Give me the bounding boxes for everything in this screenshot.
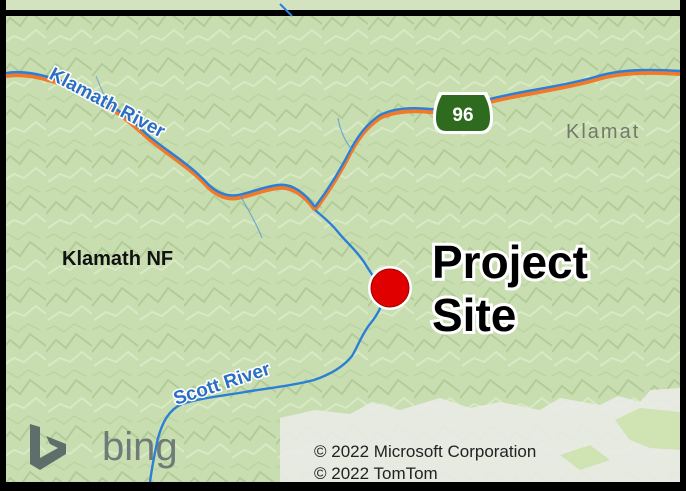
map-top-strip <box>6 0 680 10</box>
klamath-region-label: Klamat <box>566 121 640 143</box>
project-site-label-line2: Site <box>432 289 516 341</box>
green-patch <box>615 408 680 450</box>
klamath-nf-label: Klamath NF <box>62 248 173 270</box>
klamath-river <box>5 71 316 208</box>
klamath-road <box>5 73 317 212</box>
route-shield-body <box>436 95 490 131</box>
tributary-stream <box>337 117 353 151</box>
bing-wordmark: bing <box>102 425 178 469</box>
bing-b-icon <box>30 424 66 470</box>
project-site-marker-dot <box>370 268 410 308</box>
route-number: 96 <box>452 105 473 126</box>
tributary-stream <box>239 194 263 239</box>
project-site-label-line1: Project <box>432 236 588 288</box>
route-96-shield[interactable]: 96 <box>433 92 493 134</box>
top-stream <box>279 3 293 17</box>
attribution-tomtom: © 2022 TomTom <box>314 464 438 483</box>
green-patch-2 <box>560 445 610 470</box>
scott-river <box>148 209 384 483</box>
bing-logo: bing <box>30 424 178 470</box>
tributary-stream <box>95 75 111 109</box>
attribution-microsoft: © 2022 Microsoft Corporation <box>314 442 536 461</box>
